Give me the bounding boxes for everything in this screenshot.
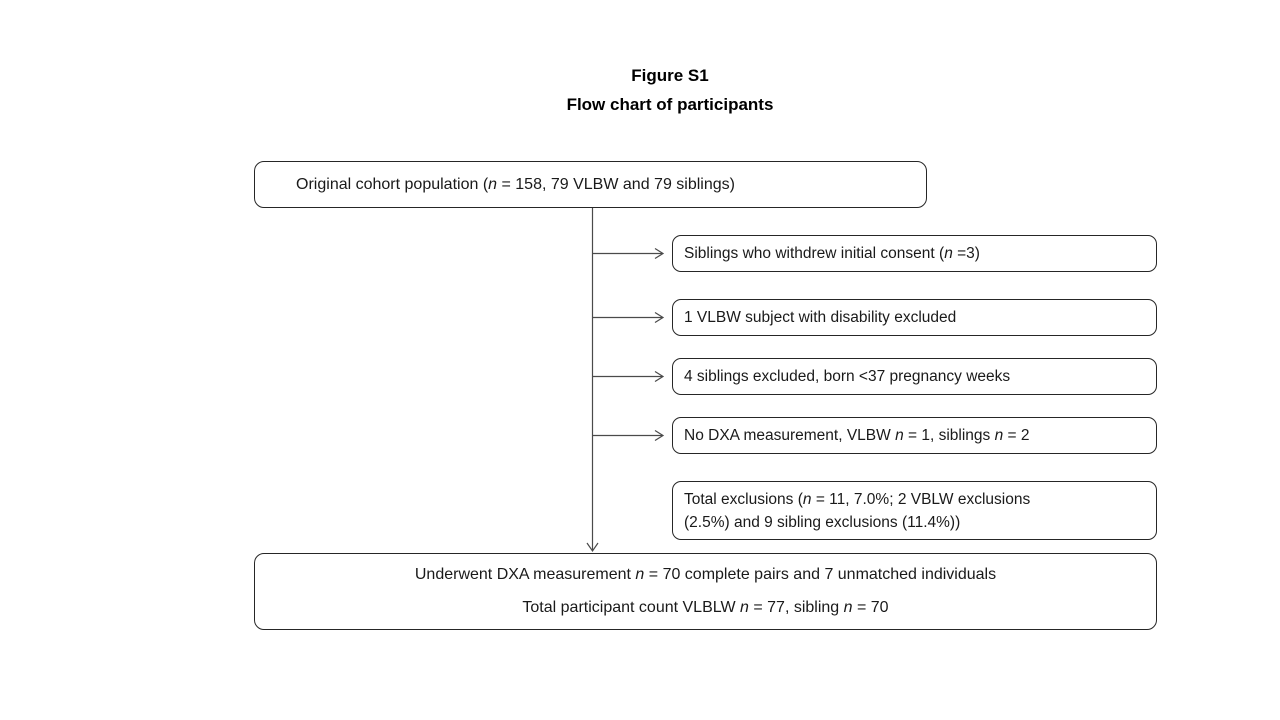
figure-title: Figure S1 Flow chart of participants [350, 61, 990, 119]
box-total-exclusions: Total exclusions (n = 11, 7.0%; 2 VBLW e… [672, 481, 1157, 540]
figure-title-line2: Flow chart of participants [566, 95, 774, 114]
right-arrowhead-icon-1 [654, 247, 665, 260]
figure-title-line1: Figure S1 [631, 66, 709, 85]
box-original-cohort: Original cohort population (n = 158, 79 … [254, 161, 927, 208]
box-original-cohort-text: Original cohort population (n = 158, 79 … [296, 175, 735, 193]
box-final-participants-line2: Total participant count VLBLW n = 77, si… [522, 599, 889, 616]
right-arrowhead-icon-4 [654, 429, 665, 442]
box-vlbw-disability-excluded-text: 1 VLBW subject with disability excluded [684, 308, 957, 326]
down-arrowhead-icon [586, 542, 599, 553]
box-no-dxa-measurement: No DXA measurement, VLBW n = 1, siblings… [672, 417, 1157, 454]
box-vlbw-disability-excluded: 1 VLBW subject with disability excluded [672, 299, 1157, 336]
right-arrowhead-icon-3 [654, 370, 665, 383]
box-final-participants-line1: Underwent DXA measurement n = 70 complet… [414, 566, 997, 583]
box-total-exclusions-line1: Total exclusions (n = 11, 7.0%; 2 VBLW e… [684, 490, 1031, 508]
box-siblings-withdrew-consent: Siblings who withdrew initial consent (n… [672, 235, 1157, 272]
box-siblings-withdrew-consent-text: Siblings who withdrew initial consent (n… [684, 244, 980, 262]
box-siblings-preterm-excluded-text: 4 siblings excluded, born <37 pregnancy … [684, 367, 1011, 385]
box-total-exclusions-line2: (2.5%) and 9 sibling exclusions (11.4%)) [684, 513, 961, 531]
box-final-participants: Underwent DXA measurement n = 70 complet… [254, 553, 1157, 630]
box-no-dxa-measurement-text: No DXA measurement, VLBW n = 1, siblings… [684, 426, 1030, 444]
box-siblings-preterm-excluded: 4 siblings excluded, born <37 pregnancy … [672, 358, 1157, 395]
right-arrowhead-icon-2 [654, 311, 665, 324]
